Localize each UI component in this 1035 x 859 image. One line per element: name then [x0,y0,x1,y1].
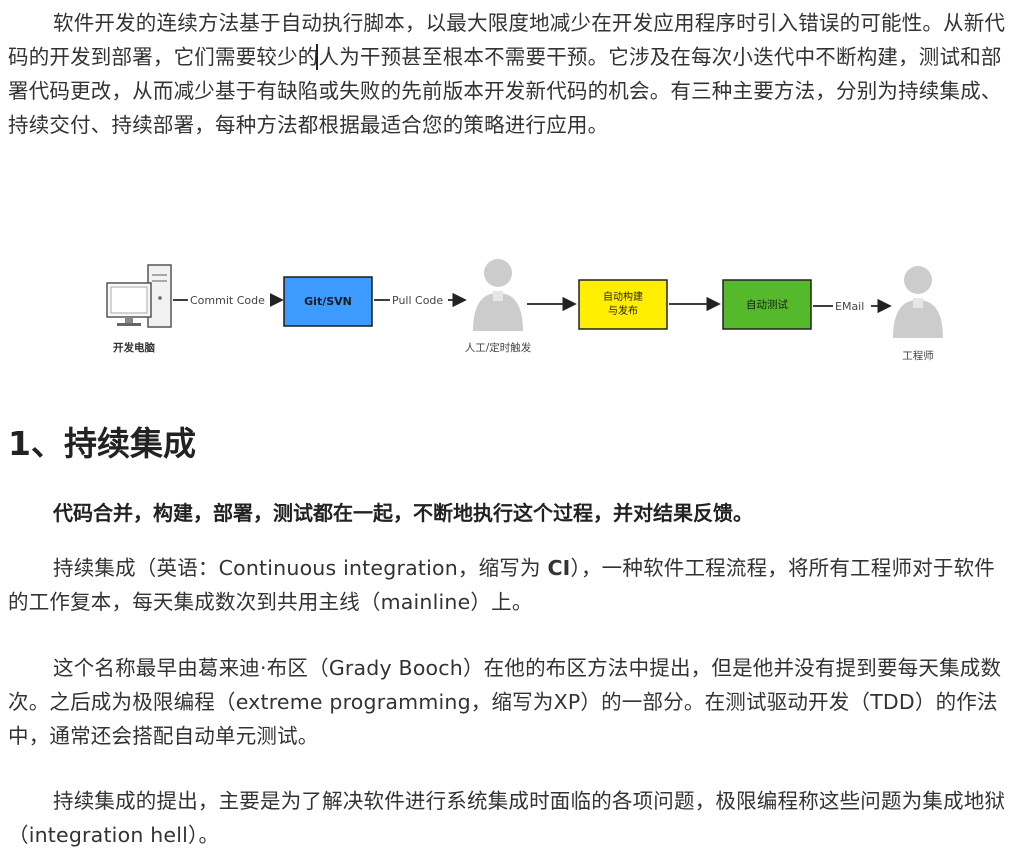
section-heading-ci: 1、持续集成 [8,424,196,463]
edge-label-commit-code: Commit Code [190,294,265,307]
node-label-trigger: 人工/定时触发 [465,341,532,354]
ci-flow-diagram: 开发电脑 Commit Code Git/SVN Pull Code 人工/定时… [106,259,943,362]
ci-abbreviation: CI [547,556,571,580]
ci-definition-after: ），一种软件工程流程，将所有工程师对于软件的工作复本，每天集成数次到共用主线（m… [8,556,995,614]
node-label-auto-test: 自动测试 [746,298,788,311]
node-git-svn [283,276,373,327]
node-build-release [578,279,668,330]
node-auto-test [722,279,812,330]
ci-history-paragraph: 这个名称最早由葛来迪·布区（Grady Booch）在他的布区方法中提出，但是他… [8,656,1002,748]
node-label-build-line2: 与发布 [608,304,638,317]
node-label-build-line1: 自动构建 [603,290,643,303]
ci-definition-before: 持续集成（英语：Continuous integration，缩写为 [53,556,548,580]
trigger-person-icon [473,259,523,331]
node-label-git-svn: Git/SVN [304,295,352,308]
ci-purpose-paragraph: 持续集成的提出，主要是为了解决软件进行系统集成时面临的各项问题，极限编程称这些问… [8,789,1006,847]
node-label-dev-pc: 开发电脑 [113,341,155,354]
intro-paragraph: 软件开发的连续方法基于自动执行脚本，以最大限度地减少在开发应用程序时引入错误的可… [8,11,1006,137]
engineer-person-icon [893,266,943,338]
edge-label-pull-code: Pull Code [392,294,443,307]
developer-computer-icon [106,264,172,328]
text-cursor [316,44,318,70]
ci-summary: 代码合并，构建，部署，测试都在一起，不断地执行这个过程，并对结果反馈。 [53,501,753,525]
node-label-engineer: 工程师 [902,349,934,362]
edge-label-email: EMail [835,300,864,313]
ci-definition-paragraph: 持续集成（英语：Continuous integration，缩写为 CI），一… [8,551,1013,619]
